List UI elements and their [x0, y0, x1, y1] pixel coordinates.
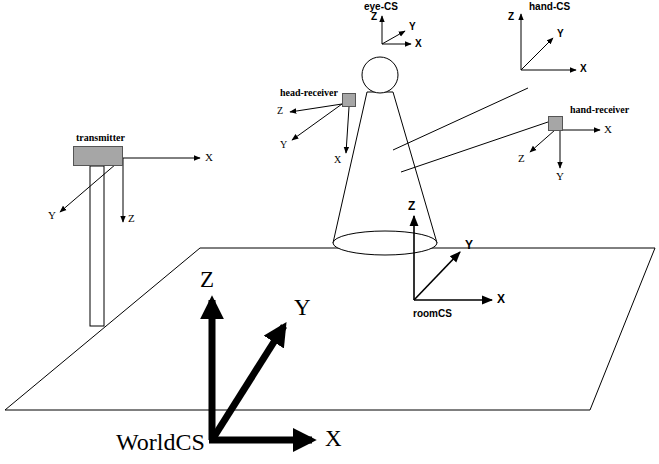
cs-label: WorldCS: [116, 430, 205, 454]
axis-letter: X: [497, 293, 505, 305]
cs-label: roomCS: [413, 309, 452, 319]
axis-letter: Z: [371, 12, 377, 22]
axis-letter: Y: [48, 210, 56, 221]
axis-letter: X: [604, 124, 612, 135]
axis-letter: X: [580, 64, 587, 74]
axis-letter: X: [415, 39, 422, 49]
device-label: transmitter: [76, 133, 125, 143]
receiver-box: transmitter: [73, 146, 123, 166]
axis-letter: X: [205, 152, 213, 163]
transmitter-pole: [90, 166, 104, 326]
cs-label: eye-CS: [364, 2, 398, 12]
axis-letter: Y: [294, 296, 311, 319]
device-label: hand-receiver: [570, 105, 629, 115]
room-axes: [414, 216, 492, 300]
world-axes: [209, 300, 312, 440]
hand-axes: [521, 14, 576, 70]
receiver-box: hand-receiver: [548, 116, 563, 131]
axis-letter: Z: [508, 12, 514, 22]
axis-letter: Y: [556, 171, 564, 182]
person-figure: [333, 57, 437, 255]
axis-letter: Z: [277, 106, 283, 116]
eye-axes: [382, 16, 411, 44]
axis-letter: X: [334, 155, 341, 165]
axis-letter: Z: [518, 153, 525, 164]
hand-receiver-axes: [530, 130, 600, 168]
axis-letter: Y: [465, 239, 473, 251]
axis-letter: Y: [409, 22, 416, 32]
axis-letter: Y: [280, 140, 287, 150]
device-label: head-receiver: [280, 88, 338, 98]
axis-letter: X: [325, 427, 342, 450]
arm-lines: [393, 88, 548, 172]
receiver-box: head-receiver: [342, 93, 356, 107]
axis-letter: Z: [408, 200, 415, 212]
axis-letter: Z: [128, 213, 135, 224]
axis-letter: Z: [200, 268, 214, 291]
head-receiver-axes: [290, 104, 349, 153]
axis-letter: Y: [557, 29, 564, 39]
cs-label: hand-CS: [529, 2, 570, 12]
